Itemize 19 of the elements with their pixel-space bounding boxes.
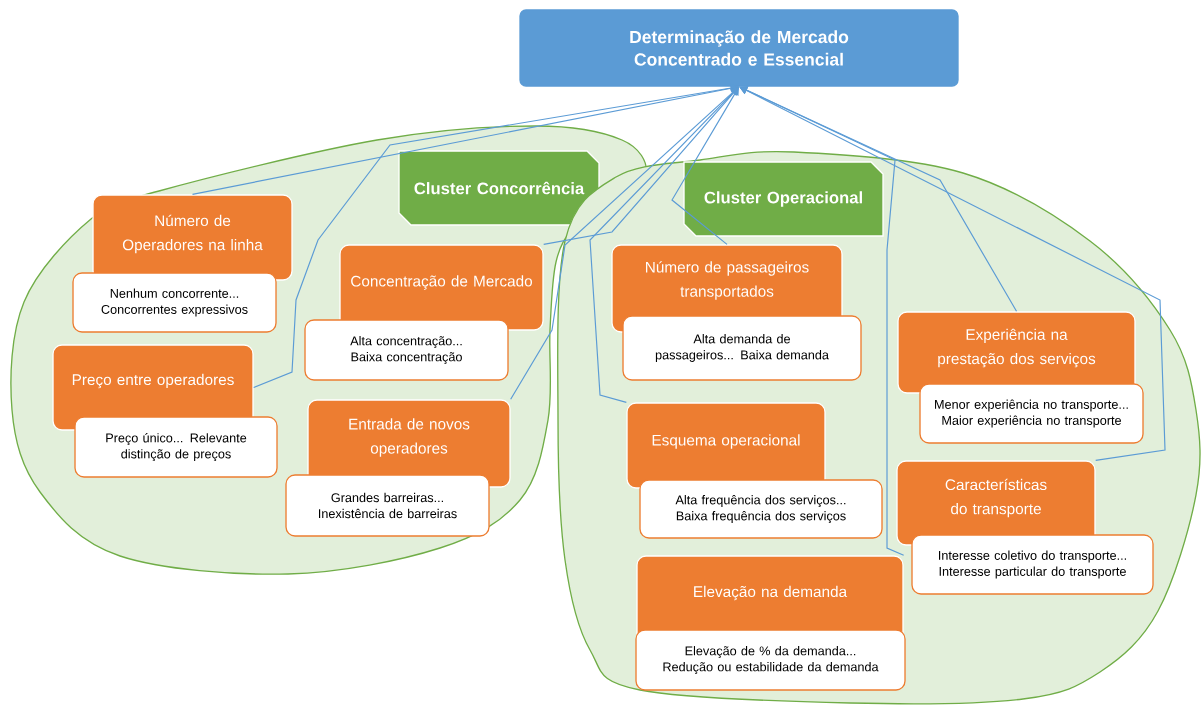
title-box: Determinação de Mercado Concentrado e Essencial (519, 9, 959, 87)
detail-box: Interesse coletivo do transporte... Interesse particular do transporte (911, 534, 1154, 595)
connector-arrow (253, 83, 739, 389)
detail-box: Preço único... Relevante distinção de preços (74, 416, 278, 478)
factor-box: Número de Operadores na linha (92, 194, 293, 281)
cluster-label: Cluster Operacional (683, 161, 884, 237)
factor-box: Concentração de Mercado (339, 244, 544, 331)
detail-box: Menor experiência no transporte... Maior experiência no transporte (919, 383, 1144, 444)
cluster-label: Cluster Concorrência (398, 150, 600, 226)
detail-box: Nenhum concorrente... Concorrentes expressivos (72, 272, 277, 333)
connector-arrow (739, 86, 1166, 461)
factor-box: Experiência na prestação dos serviços (897, 311, 1136, 394)
detail-box: Grandes barreiras... Inexistência de barreiras (285, 474, 490, 537)
detail-box: Elevação de % da demanda... Redução ou estabilidade da demanda (635, 629, 906, 691)
detail-box: Alta concentração... Baixa concentração (304, 319, 509, 381)
factor-box: Esquema operacional (626, 402, 826, 489)
connector-arrow (739, 86, 1018, 312)
detail-box: Alta demanda de passageiros... Baixa demanda (622, 315, 862, 381)
detail-box: Alta frequência dos serviços... Baixa frequência dos serviços (639, 479, 883, 539)
